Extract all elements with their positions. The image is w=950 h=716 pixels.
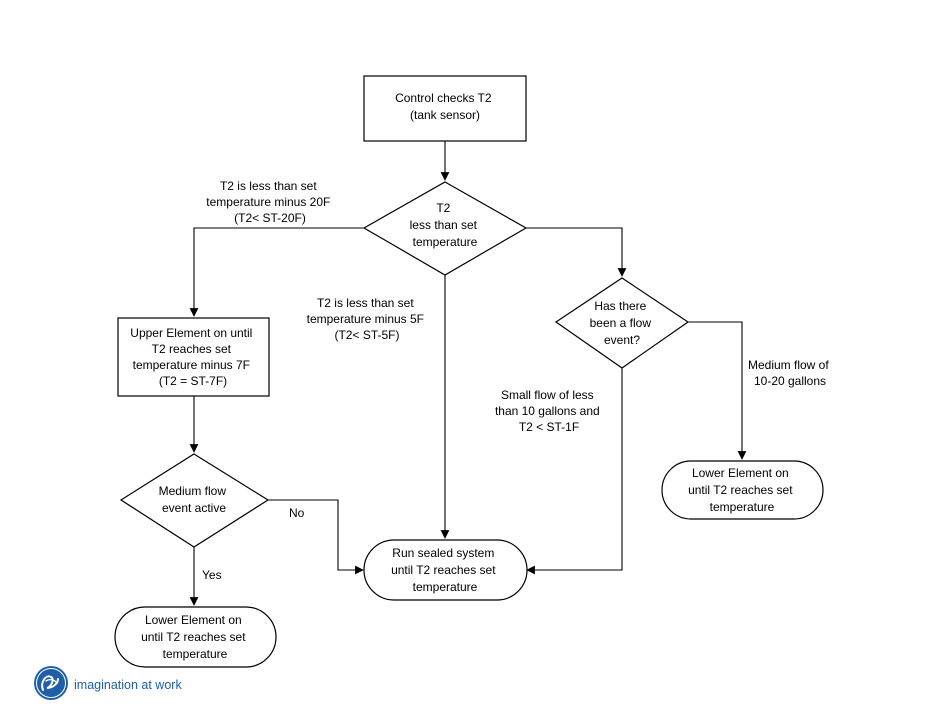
medium-flow-line-2: event active [162, 501, 226, 515]
sealed-system-line-2: until T2 reaches set [391, 563, 496, 577]
svg-text:Upper Element on until T: Upper Element on until T2 reaches set te… [130, 326, 255, 388]
minus20-line-2: temperature minus 20F [206, 195, 330, 209]
edge-label-no: No [289, 506, 305, 520]
node-lower-element-right: Lower Element on until T2 reaches set te… [661, 460, 824, 520]
svg-text:Lower Element on until T: Lower Element on until T2 reaches set te… [688, 466, 796, 514]
minus20-line-3: (T2< ST-20F) [234, 211, 306, 225]
svg-text:T2 is less than set temp: T2 is less than set temperature minus 5F… [307, 296, 428, 342]
lower-right-line-2: until T2 reaches set [688, 483, 793, 497]
node-lower-element-left: Lower Element on until T2 reaches set te… [114, 606, 277, 668]
edge-label-minus-20f: T2 is less than set temperature minus 20… [206, 179, 333, 225]
node-t2-decision: T2 less than set temperature [362, 181, 528, 276]
minus5-line-3: (T2< ST-5F) [334, 328, 399, 342]
control-line-2: (tank sensor) [410, 108, 480, 122]
edge-decision-to-flow-event [526, 227, 627, 277]
lower-left-line-1: Lower Element on [145, 613, 242, 627]
edge-flow-event-medium-to-lower-right [688, 321, 747, 460]
svg-text:Run sealed system until: Run sealed system until T2 reaches set t… [391, 546, 499, 594]
node-control-checks: Control checks T2 (tank sensor) [363, 75, 527, 142]
svg-text:Has there been a flow: Has there been a flow event? [590, 299, 655, 347]
node-upper-element: Upper Element on until T2 reaches set te… [117, 317, 270, 397]
upper-element-line-2: T2 reaches set [152, 342, 232, 356]
small-flow-line-1: Small flow of less [501, 388, 594, 402]
lower-left-line-3: temperature [163, 647, 228, 661]
upper-element-line-1: Upper Element on until [130, 326, 252, 340]
minus5-line-1: T2 is less than set [317, 296, 414, 310]
t2-decision-line-1: T2 [436, 201, 450, 215]
sealed-system-line-3: temperature [413, 580, 478, 594]
node-sealed-system: Run sealed system until T2 reaches set t… [363, 539, 528, 601]
edge-label-small-flow: Small flow of less than 10 gallons and T… [495, 388, 603, 434]
svg-text:Medium flow of 10-20 gal: Medium flow of 10-20 gallons [748, 358, 832, 388]
t2-decision-line-3: temperature [413, 235, 478, 249]
control-line-1: Control checks T2 [395, 91, 492, 105]
minus5-line-2: temperature minus 5F [307, 312, 424, 326]
edge-label-minus-5f: T2 is less than set temperature minus 5F… [307, 296, 428, 342]
small-flow-line-2: than 10 gallons and [495, 404, 600, 418]
lower-right-line-3: temperature [710, 500, 775, 514]
lower-left-line-2: until T2 reaches set [141, 630, 246, 644]
upper-element-line-4: (T2 = ST-7F) [159, 374, 227, 388]
flow-event-line-3: event? [604, 333, 640, 347]
node-medium-flow-active: Medium flow event active [119, 453, 270, 548]
node-flow-event: Has there been a flow event? [554, 277, 690, 369]
svg-text:T2 is less than set temp: T2 is less than set temperature minus 20… [206, 179, 333, 225]
flow-event-line-2: been a flow [590, 316, 652, 330]
t2-decision-line-2: less than set [410, 218, 478, 232]
edge-medium-flow-no-to-sealed [268, 499, 364, 575]
flow-event-line-1: Has there [594, 299, 646, 313]
logo-tagline: imagination at work [74, 678, 182, 692]
ge-monogram-icon [34, 666, 68, 700]
svg-text:Small flow of less than: Small flow of less than 10 gallons and T… [495, 388, 603, 434]
ge-logo: imagination at work [34, 666, 182, 700]
small-flow-line-3: T2 < ST-1F [519, 420, 579, 434]
sealed-system-line-1: Run sealed system [392, 546, 494, 560]
edge-label-medium-flow: Medium flow of 10-20 gallons [748, 358, 832, 388]
medium-flow-line-1: Medium flow [159, 484, 227, 498]
medium-flow-label-line-2: 10-20 gallons [754, 374, 826, 388]
svg-text:Lower Element on until T: Lower Element on until T2 reaches set te… [141, 613, 249, 661]
upper-element-line-3: temperature minus 7F [133, 358, 250, 372]
minus20-line-1: T2 is less than set [220, 179, 317, 193]
svg-text:Control checks T2 (tank: Control checks T2 (tank sensor) [395, 91, 495, 122]
medium-flow-label-line-1: Medium flow of [748, 358, 829, 372]
edge-flow-event-small-to-sealed [526, 368, 623, 575]
svg-text:Medium flow event active: Medium flow event active [159, 484, 230, 515]
edges [189, 141, 747, 606]
edge-label-yes: Yes [202, 568, 222, 582]
edge-decision-to-upper-element [189, 227, 364, 317]
svg-text:T2 less than set t: T2 less than set temperature [410, 201, 481, 249]
lower-right-line-1: Lower Element on [692, 466, 789, 480]
